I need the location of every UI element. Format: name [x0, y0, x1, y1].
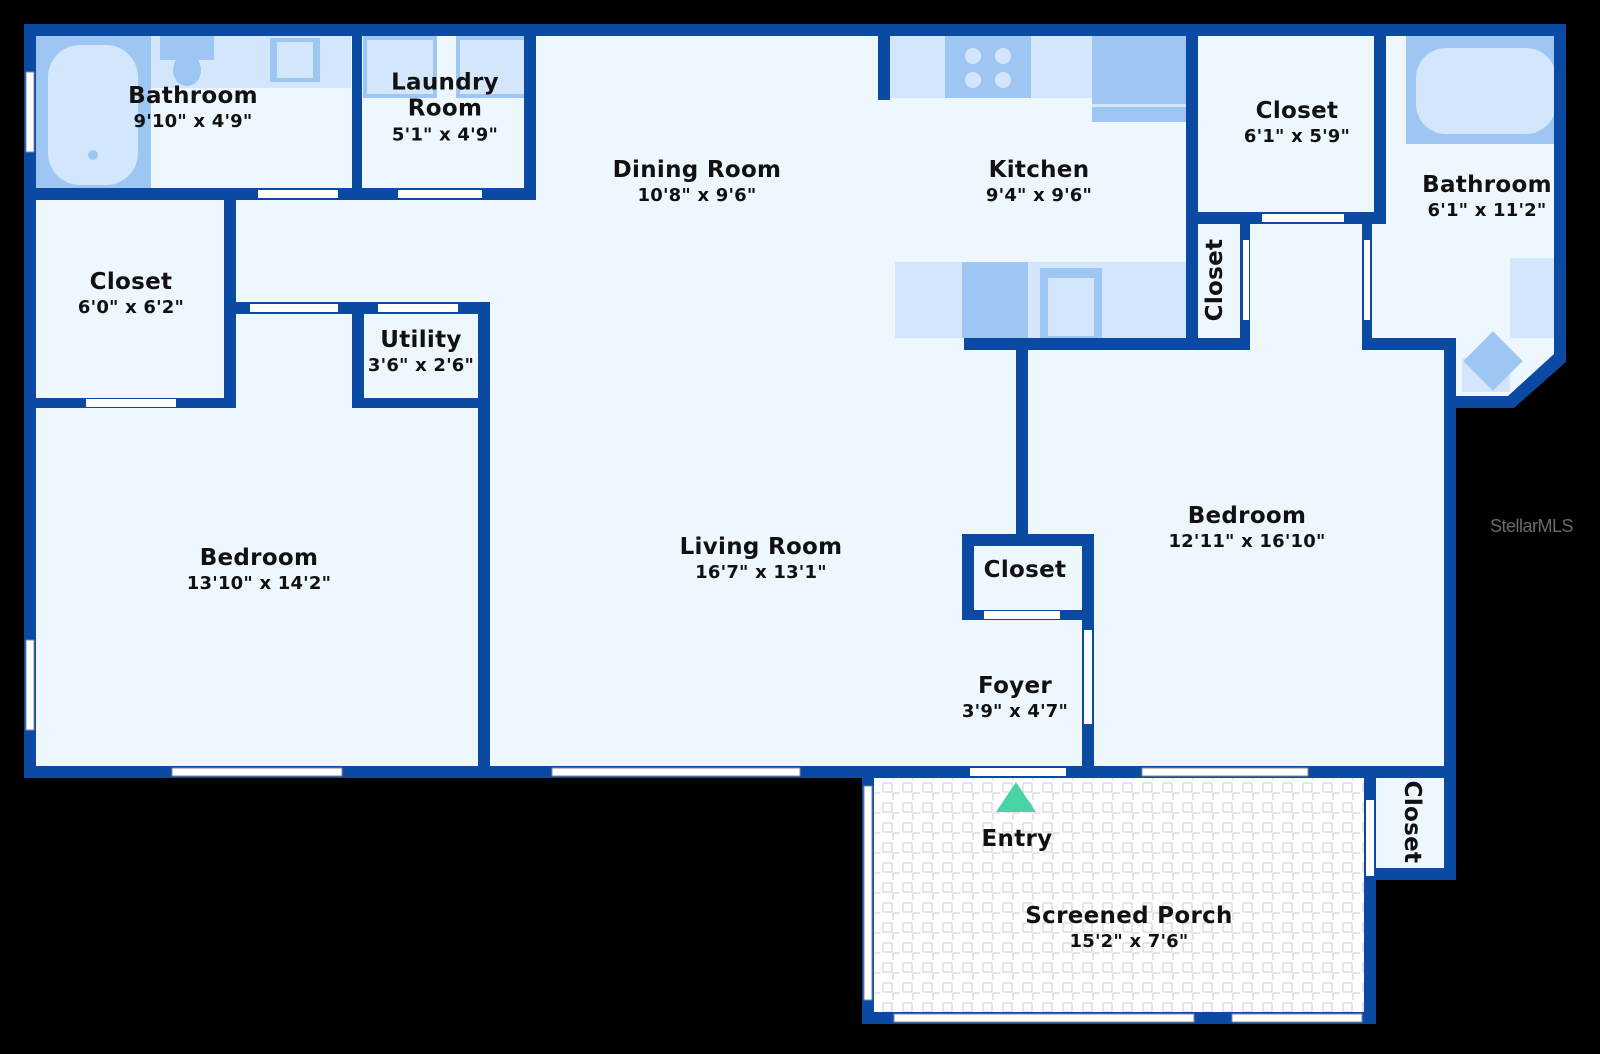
room-dims: 6'1" x 11'2": [1427, 200, 1547, 222]
window: [25, 639, 35, 731]
room-entry: Entry: [982, 826, 1053, 852]
door: [1084, 630, 1092, 724]
room-kitchen: Kitchen 9'4" x 9'6": [986, 157, 1092, 207]
room-name: Bathroom: [128, 82, 258, 109]
dishwasher: [962, 262, 1028, 338]
room-dims: 12'11" x 16'10": [1168, 531, 1326, 553]
room-closet-vertical: Closet: [1202, 239, 1228, 322]
room-dims: 13'10" x 14'2": [186, 573, 332, 595]
room-name: Closet: [89, 268, 173, 295]
window: [171, 767, 343, 777]
entry-door: [970, 768, 1066, 776]
room-dims: 15'2" x 7'6": [1069, 931, 1189, 953]
entry-marker-icon: [996, 782, 1036, 812]
room-dims: 9'4" x 9'6": [985, 185, 1093, 207]
window: [1141, 767, 1309, 777]
room-name: Closet: [1201, 238, 1228, 322]
room-name: Bedroom: [199, 544, 319, 571]
room-name: Kitchen: [988, 156, 1090, 183]
room-dims: 9'10" x 4'9": [133, 111, 253, 133]
room-utility: Utility 3'6" x 2'6": [368, 327, 474, 377]
room-closet-foyer: Closet: [984, 557, 1067, 583]
watermark: StellarMLS: [1490, 516, 1574, 536]
room-living: Living Room 16'7" x 13'1": [680, 534, 843, 584]
room-name: Screened Porch: [1025, 902, 1233, 929]
door: [1262, 214, 1344, 222]
window: [25, 71, 35, 153]
door: [1366, 800, 1374, 876]
door: [984, 611, 1060, 619]
room-bedroom-right: Bedroom 12'11" x 16'10": [1168, 503, 1325, 553]
room-name: Bathroom: [1422, 171, 1552, 198]
window: [1231, 1013, 1363, 1023]
room-dims: 6'1" x 5'9": [1243, 126, 1351, 148]
sink-2: [1463, 331, 1523, 391]
main-floor: [30, 30, 1560, 772]
room-bathroom-1: Bathroom 9'10" x 4'9": [128, 83, 258, 133]
room-dims: 6'0" x 6'2": [77, 297, 185, 319]
room-closet-top-right: Closet 6'1" x 5'9": [1244, 98, 1350, 148]
room-name: Utility: [380, 326, 462, 353]
door: [378, 304, 458, 312]
door: [250, 304, 338, 312]
room-name: Closet: [983, 556, 1067, 583]
room-dims: 10'8" x 9'6": [637, 185, 757, 207]
stove: [945, 36, 1031, 98]
room-bathroom-2: Bathroom 6'1" x 11'2": [1422, 172, 1552, 222]
fixtures: [36, 36, 1560, 392]
door-openings: [86, 190, 1374, 876]
door: [398, 190, 482, 198]
room-dims: 3'9" x 4'7": [961, 701, 1069, 723]
room-dims: 16'7" x 13'1": [695, 562, 827, 584]
windows: [25, 71, 1363, 1023]
room-name: Bedroom: [1187, 502, 1307, 529]
room-name: Dining Room: [612, 156, 782, 183]
bathtub-1-inner: [48, 45, 138, 185]
room-closet-porch: Closet: [1399, 781, 1425, 864]
room-closet-left: Closet 6'0" x 6'2": [78, 269, 184, 319]
room-name-line1: Laundry: [391, 69, 499, 96]
floors: [30, 30, 1560, 1018]
door: [1364, 240, 1370, 320]
window: [551, 767, 801, 777]
door: [258, 190, 338, 198]
door: [1243, 240, 1249, 320]
room-bedroom-left: Bedroom 13'10" x 14'2": [187, 545, 331, 595]
room-name-line2: Room: [407, 96, 483, 123]
porch-closet-floor: [1370, 772, 1450, 872]
room-name: Closet: [1399, 780, 1426, 864]
room-foyer: Foyer 3'9" x 4'7": [962, 673, 1068, 723]
room-name: Entry: [981, 825, 1053, 852]
room-porch: Screened Porch 15'2" x 7'6": [1025, 903, 1232, 953]
room-dining: Dining Room 10'8" x 9'6": [613, 157, 782, 207]
washer: [363, 36, 437, 98]
porch-floor: [868, 772, 1366, 1018]
window: [893, 1013, 1195, 1023]
room-dims: 3'6" x 2'6": [367, 355, 475, 377]
room-laundry: Laundry Room 5'1" x 4'9": [391, 70, 499, 147]
fridge: [1092, 36, 1188, 122]
room-dims: 5'1" x 4'9": [391, 124, 499, 146]
room-name: Living Room: [679, 533, 843, 560]
room-name: Closet: [1255, 97, 1339, 124]
window: [863, 785, 873, 1001]
door: [86, 399, 176, 407]
room-name: Foyer: [977, 672, 1052, 699]
